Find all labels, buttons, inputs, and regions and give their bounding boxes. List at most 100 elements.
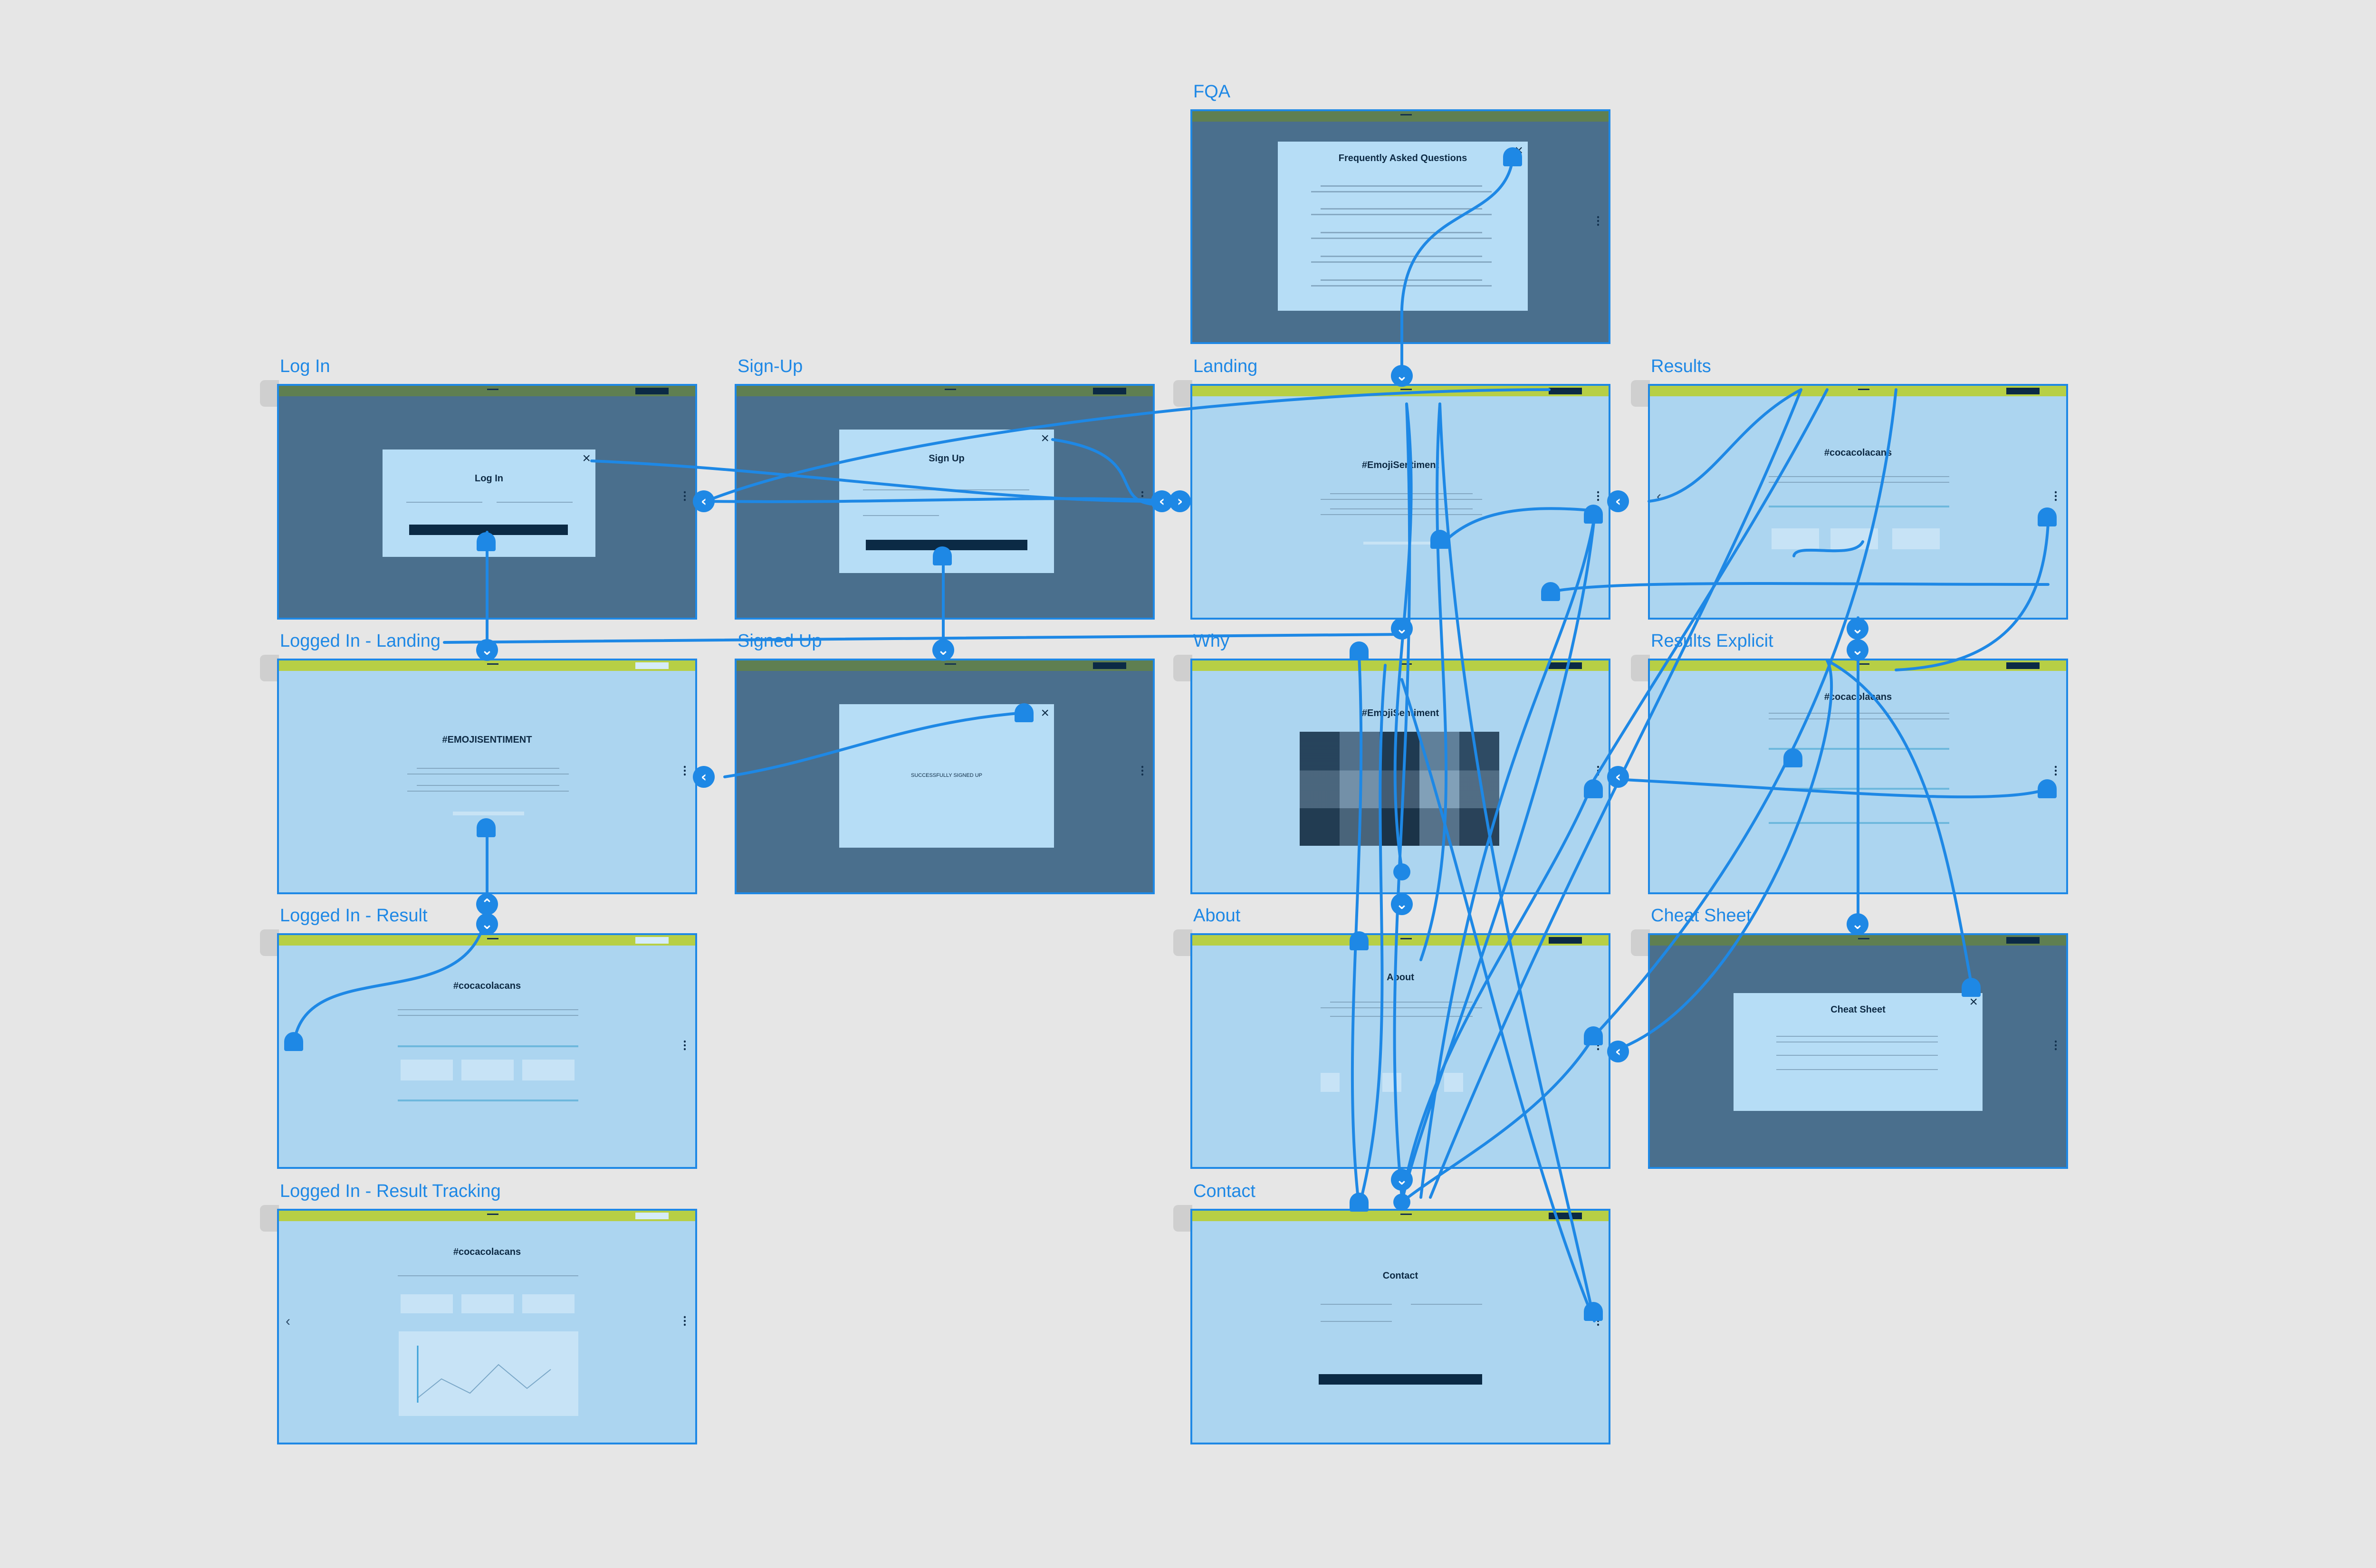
top-nav xyxy=(1192,1211,1609,1221)
trend-chart xyxy=(399,1331,578,1416)
close-icon[interactable]: × xyxy=(1041,705,1049,721)
chevron-down-icon[interactable]: ⌄ xyxy=(476,913,498,935)
link-hotspot[interactable] xyxy=(1350,1193,1369,1212)
chevron-up-icon[interactable]: ⌃ xyxy=(476,893,498,915)
top-nav xyxy=(279,386,695,396)
chevron-left-icon[interactable]: ‹ xyxy=(1607,766,1629,788)
submit-button[interactable] xyxy=(1319,1374,1482,1385)
link-hotspot[interactable] xyxy=(1503,147,1522,166)
link-hotspot[interactable] xyxy=(1350,931,1369,950)
artboard-logged-in-result[interactable]: Logged In - Result #cocacolacans ‹ xyxy=(260,906,697,1169)
success-message: SUCCESSFULLY SIGNED UP xyxy=(911,773,982,778)
modal-title: Cheat Sheet xyxy=(1830,1004,1886,1015)
artboard-label: Results Explicit xyxy=(1651,631,1773,651)
artboard-signup[interactable]: Sign-Up Sign Up × xyxy=(735,356,1155,620)
link-hotspot[interactable] xyxy=(1584,1302,1603,1321)
more-icon xyxy=(1597,215,1599,227)
page-title: #cocacolacans xyxy=(1824,448,1892,458)
artboard-results-explicit[interactable]: Results Explicit #cocacolacans xyxy=(1631,631,2068,894)
chevron-down-icon[interactable]: ⌄ xyxy=(1847,639,1868,661)
chevron-right-icon[interactable]: › xyxy=(1169,490,1191,512)
artboard-label: Logged In - Landing xyxy=(280,631,441,651)
chevron-left-icon[interactable]: ‹ xyxy=(693,766,715,788)
more-icon xyxy=(1141,490,1143,502)
chevron-down-icon[interactable]: ⌄ xyxy=(1847,618,1868,640)
submit-button[interactable] xyxy=(409,525,568,535)
top-nav xyxy=(1192,111,1609,122)
artboard-signed-up[interactable]: Signed Up × SUCCESSFULLY SIGNED UP xyxy=(735,631,1155,894)
top-nav xyxy=(737,660,1153,671)
chevron-down-icon[interactable]: ⌄ xyxy=(476,639,498,661)
top-nav xyxy=(279,660,695,671)
close-icon[interactable]: × xyxy=(1969,994,1978,1010)
link-hotspot[interactable] xyxy=(1430,530,1449,549)
artboard-contact[interactable]: Contact Contact xyxy=(1173,1181,1610,1444)
modal-title: Frequently Asked Questions xyxy=(1338,153,1467,163)
link-hotspot[interactable] xyxy=(1015,703,1034,722)
close-icon[interactable]: × xyxy=(582,450,591,466)
submit-button[interactable] xyxy=(866,540,1027,550)
link-hotspot[interactable] xyxy=(933,546,952,565)
chevron-left-icon[interactable]: ‹ xyxy=(1607,1041,1629,1062)
success-modal: × SUCCESSFULLY SIGNED UP xyxy=(839,704,1054,848)
page-title: #EmojiSentiment xyxy=(1361,460,1439,470)
artboard-logged-in-result-tracking[interactable]: Logged In - Result Tracking #cocacolacan… xyxy=(260,1181,697,1444)
top-nav xyxy=(737,386,1153,396)
chevron-left-icon[interactable]: ‹ xyxy=(286,1313,290,1329)
chevron-down-icon[interactable]: ⌄ xyxy=(1847,913,1868,935)
artboard-results[interactable]: Results #cocacolacans ‹ xyxy=(1631,356,2068,620)
chevron-left-icon[interactable]: ‹ xyxy=(693,490,715,512)
page-title: #EmojiSentiment xyxy=(1361,708,1439,718)
link-hotspot[interactable] xyxy=(477,532,496,551)
artboard-cheat-sheet[interactable]: Cheat Sheet Cheat Sheet × xyxy=(1631,906,2068,1169)
link-hotspot[interactable] xyxy=(1541,582,1560,601)
more-icon xyxy=(1141,765,1143,776)
link-hotspot[interactable] xyxy=(477,818,496,837)
artboard-fqa[interactable]: FQA Frequently Asked Questions × xyxy=(1190,82,1610,344)
close-icon[interactable]: × xyxy=(1041,430,1049,446)
artboard-login[interactable]: Log In Log In × xyxy=(260,356,697,620)
chevron-left-icon[interactable]: ‹ xyxy=(1657,488,1661,504)
modal-title: Sign Up xyxy=(929,453,965,464)
top-nav xyxy=(1650,935,2066,946)
link-hotspot[interactable] xyxy=(1783,748,1802,767)
page-title: #cocacolacans xyxy=(1824,692,1892,702)
artboard-label: FQA xyxy=(1193,82,1231,102)
top-nav xyxy=(1192,935,1609,946)
artboard-label: Landing xyxy=(1193,356,1258,376)
link-hotspot[interactable] xyxy=(1350,641,1369,660)
artboard-about[interactable]: About About xyxy=(1173,906,1610,1169)
artboard-why[interactable]: Why #EmojiSentiment xyxy=(1173,631,1610,894)
link-hotspot[interactable] xyxy=(2038,779,2057,798)
top-nav xyxy=(1650,660,2066,671)
top-nav xyxy=(279,1211,695,1221)
artboard-label: Logged In - Result Tracking xyxy=(280,1181,501,1201)
link-hotspot[interactable] xyxy=(1584,505,1603,524)
artboard-label: Why xyxy=(1193,631,1229,651)
top-nav xyxy=(1650,386,2066,396)
chevron-down-icon[interactable]: ⌄ xyxy=(1391,893,1413,915)
artboard-label: Logged In - Result xyxy=(280,906,428,926)
more-icon xyxy=(684,765,686,776)
artboard-logged-in-landing[interactable]: Logged In - Landing #EMOJISENTIMENT xyxy=(260,631,697,894)
more-icon xyxy=(684,490,686,502)
more-icon xyxy=(684,1039,686,1051)
login-modal: Log In × xyxy=(383,449,595,557)
chevron-down-icon[interactable]: ⌄ xyxy=(932,639,954,661)
link-hotspot[interactable] xyxy=(284,1032,303,1051)
link-hotspot[interactable] xyxy=(1962,978,1981,997)
cheat-sheet-modal: Cheat Sheet × xyxy=(1734,993,1983,1111)
artboard-label: Sign-Up xyxy=(738,356,803,376)
chevron-left-icon[interactable]: ‹ xyxy=(1607,490,1629,512)
chevron-down-icon[interactable]: ⌄ xyxy=(1391,1169,1413,1191)
link-hotspot[interactable] xyxy=(1584,1026,1603,1045)
top-nav xyxy=(279,935,695,946)
more-icon xyxy=(1597,490,1599,502)
chevron-down-icon[interactable]: ⌄ xyxy=(1391,365,1413,387)
modal-title: Log In xyxy=(475,473,503,484)
chevron-down-icon[interactable]: ⌄ xyxy=(1391,618,1413,640)
link-hotspot[interactable] xyxy=(1584,779,1603,798)
artboard-label: Contact xyxy=(1193,1181,1255,1201)
link-hotspot[interactable] xyxy=(2038,507,2057,526)
artboard-label: Cheat Sheet xyxy=(1651,906,1752,926)
